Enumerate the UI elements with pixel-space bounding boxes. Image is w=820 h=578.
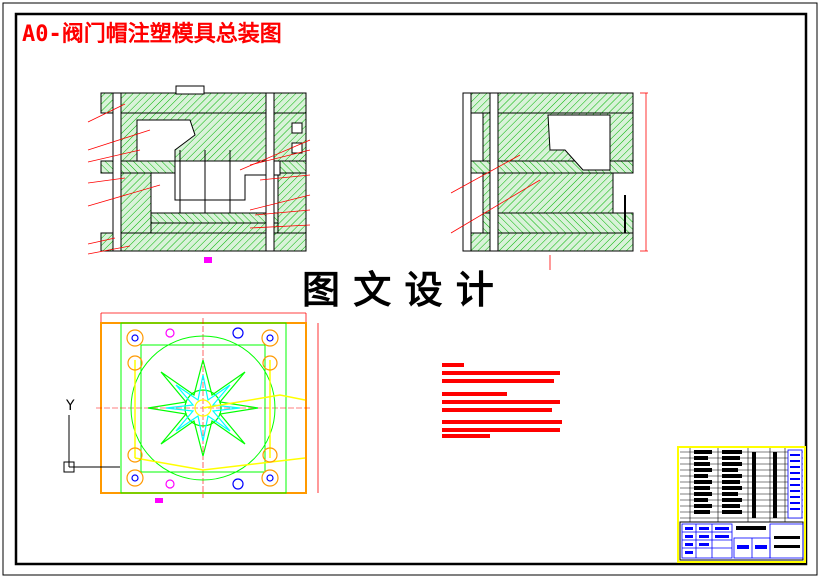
front-section-view	[87, 85, 311, 263]
drawing-title: A0-阀门帽注塑模具总装图	[22, 21, 282, 47]
side-section-view	[450, 92, 648, 270]
inner-border	[14, 12, 808, 566]
ucs-y-label: Y	[65, 398, 75, 414]
technical-notes	[442, 363, 562, 438]
title-block	[677, 446, 806, 563]
plan-view	[96, 312, 319, 503]
ucs-axis-icon	[63, 415, 120, 473]
watermark-text: 图 文 设 计	[302, 267, 494, 312]
